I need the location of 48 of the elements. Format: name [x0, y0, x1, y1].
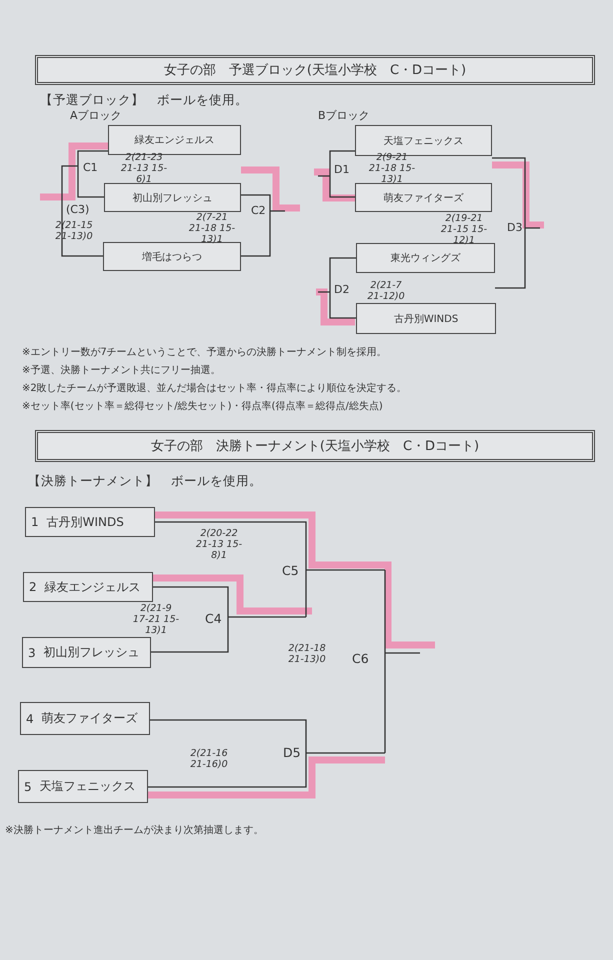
seed-number: 1 — [31, 515, 39, 529]
match-score: 2(21-16 21-16)0 — [189, 748, 229, 770]
seed-number: 5 — [24, 780, 32, 794]
match-score: 2(20-22 21-13 15-8)1 — [195, 528, 243, 561]
team-box — [25, 507, 155, 537]
team-box: 緑友エンジェルス — [108, 125, 241, 155]
note: ※セット率(セット率＝総得セット/総失セット)・得点率(得点率＝総得点/総失点) — [22, 400, 383, 413]
seed-number: 2 — [29, 580, 37, 594]
section-heading: 【決勝トーナメント】 ボールを使用。 — [28, 473, 262, 490]
match-score: 2(21-18 21-13)0 — [287, 643, 327, 665]
match-score: 2(21-23 21-13 15-6)1 — [120, 152, 168, 185]
team-box: 東光ウィングズ — [356, 243, 495, 273]
note: ※予選、決勝トーナメント共にフリー抽選。 — [22, 364, 220, 377]
match-score: 2(21-9 17-21 15-13)1 — [132, 603, 180, 636]
team-box — [18, 770, 148, 803]
team-name: 初山別フレッシュ — [44, 644, 140, 661]
match-code: C1 — [83, 161, 98, 174]
team-box: 萌友ファイターズ — [355, 183, 492, 212]
team-box — [22, 637, 151, 668]
match-code: (C3) — [66, 203, 90, 216]
match-code: D1 — [334, 163, 350, 176]
team-name: 萌友ファイターズ — [42, 710, 138, 727]
match-code: C6 — [352, 651, 369, 666]
section-header: 女子の部 予選ブロック(天塩小学校 C・Dコート) — [35, 55, 595, 85]
note: ※決勝トーナメント進出チームが決まり次第抽選します。 — [5, 824, 264, 837]
match-code: C2 — [251, 204, 266, 217]
seed-number: 3 — [28, 646, 36, 660]
match-code: D5 — [283, 745, 301, 760]
note: ※2敗したチームが予選敗退、並んだ場合はセット率・得点率により順位を決定する。 — [22, 382, 407, 395]
team-box: 増毛はつらつ — [103, 242, 241, 271]
match-code: C5 — [282, 563, 299, 578]
team-name: 天塩フェニックス — [40, 778, 136, 795]
match-code: C4 — [205, 611, 222, 626]
team-box — [23, 572, 153, 602]
block-heading: Aブロック — [70, 108, 122, 123]
team-box — [20, 702, 150, 735]
team-name: 緑友エンジェルス — [44, 578, 141, 596]
team-box: 初山別フレッシュ — [104, 183, 241, 212]
seed-number: 4 — [26, 712, 34, 726]
note: ※エントリー数が7チームということで、予選からの決勝トーナメント制を採用。 — [22, 346, 387, 359]
team-box: 古丹別WINDS — [356, 303, 496, 334]
match-code: D3 — [507, 221, 522, 234]
block-heading: Bブロック — [318, 108, 370, 123]
match-score: 2(21-7 21-12)0 — [366, 280, 406, 302]
team-name: 古丹別WINDS — [46, 514, 124, 530]
match-code: D2 — [334, 283, 350, 296]
section-header: 女子の部 決勝トーナメント(天塩小学校 C・Dコート) — [35, 430, 595, 462]
section-heading: 【予選ブロック】 ボールを使用。 — [40, 92, 248, 109]
